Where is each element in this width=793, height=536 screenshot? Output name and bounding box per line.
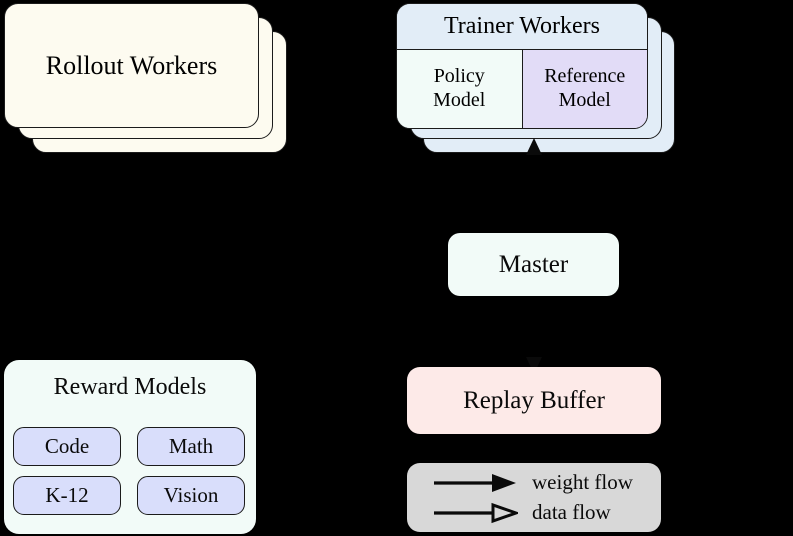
- legend-label-weight-flow: weight flow: [532, 470, 633, 494]
- legend-label-data-flow: data flow: [532, 500, 611, 524]
- replay-buffer-node[interactable]: Replay Buffer: [407, 367, 661, 434]
- trainer-workers-node[interactable]: Trainer Workers Policy Model Reference M…: [396, 3, 648, 129]
- reward-chip-k12[interactable]: K-12: [13, 476, 121, 515]
- rollout-workers-label: Rollout Workers: [45, 50, 218, 80]
- legend-entry-weight-flow: weight flow: [432, 470, 633, 495]
- rollout-workers-node[interactable]: Rollout Workers: [4, 3, 259, 128]
- policy-model-label-line1: Policy: [433, 65, 485, 88]
- master-label: Master: [498, 250, 569, 278]
- policy-model-label-line2: Model: [433, 89, 486, 111]
- weight-flow-arrow-icon: [434, 473, 516, 492]
- data-flow-arrow-icon: [434, 502, 518, 523]
- policy-model-node[interactable]: Policy Model: [397, 50, 522, 128]
- trainer-workers-body: Policy Model Reference Model: [397, 50, 647, 128]
- reward-chip-code-label: Code: [44, 433, 90, 458]
- trainer-workers-label: Trainer Workers: [397, 4, 647, 50]
- reward-chip-vision[interactable]: Vision: [137, 476, 245, 515]
- legend-entry-data-flow: data flow: [432, 500, 611, 525]
- reward-chip-vision-label: Vision: [163, 482, 219, 507]
- reward-models-label: Reward Models: [53, 374, 207, 400]
- reference-model-node[interactable]: Reference Model: [521, 50, 647, 128]
- reward-chip-code[interactable]: Code: [13, 427, 121, 466]
- replay-buffer-label: Replay Buffer: [463, 386, 605, 414]
- master-node[interactable]: Master: [448, 233, 619, 296]
- reward-chip-math[interactable]: Math: [137, 427, 245, 466]
- reference-model-label-line2: Model: [558, 89, 611, 111]
- reference-model-label-line1: Reference: [544, 65, 626, 88]
- reward-chip-math-label: Math: [168, 433, 214, 458]
- legend-box: weight flow data flow: [407, 463, 661, 532]
- reward-models-node[interactable]: Reward Models Code Math K-12 Vision: [4, 360, 256, 534]
- reward-chip-k12-label: K-12: [45, 482, 89, 507]
